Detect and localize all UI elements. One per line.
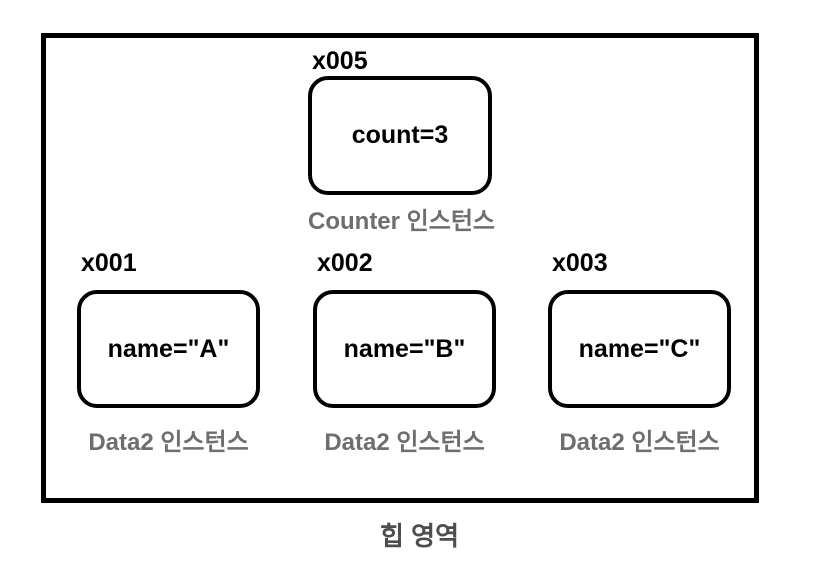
data2-field-value-1: name="A" — [107, 334, 230, 363]
data2-field-value-2: name="B" — [343, 334, 466, 363]
counter-field-value: count=3 — [351, 121, 449, 149]
counter-instance-node: count=3 — [308, 76, 492, 195]
counter-instance-group: x005 count=3 Counter 인스턴스 — [308, 46, 495, 236]
address-label-x002: x002 — [317, 249, 373, 277]
heap-area-label: 힙 영역 — [380, 521, 459, 551]
data2-instance-node-1: name="A" — [77, 290, 260, 408]
data2-instance-group-3: x003 name="C" Data2 인스턴스 — [548, 248, 731, 457]
data2-instance-group-2: x002 name="B" Data2 인스턴스 — [313, 248, 496, 457]
data2-instance-node-3: name="C" — [548, 290, 731, 408]
data2-field-value-3: name="C" — [578, 334, 701, 363]
data2-instance-node-2: name="B" — [313, 290, 496, 408]
address-label-x003: x003 — [552, 249, 608, 277]
data2-instance-caption-3: Data2 인스턴스 — [559, 429, 720, 456]
data2-instance-group-1: x001 name="A" Data2 인스턴스 — [77, 248, 260, 457]
data2-instance-caption-2: Data2 인스턴스 — [324, 429, 485, 456]
address-label-x005: x005 — [312, 47, 368, 75]
data2-instance-caption-1: Data2 인스턴스 — [88, 429, 249, 456]
counter-instance-caption: Counter 인스턴스 — [308, 208, 495, 235]
address-label-x001: x001 — [81, 249, 137, 277]
